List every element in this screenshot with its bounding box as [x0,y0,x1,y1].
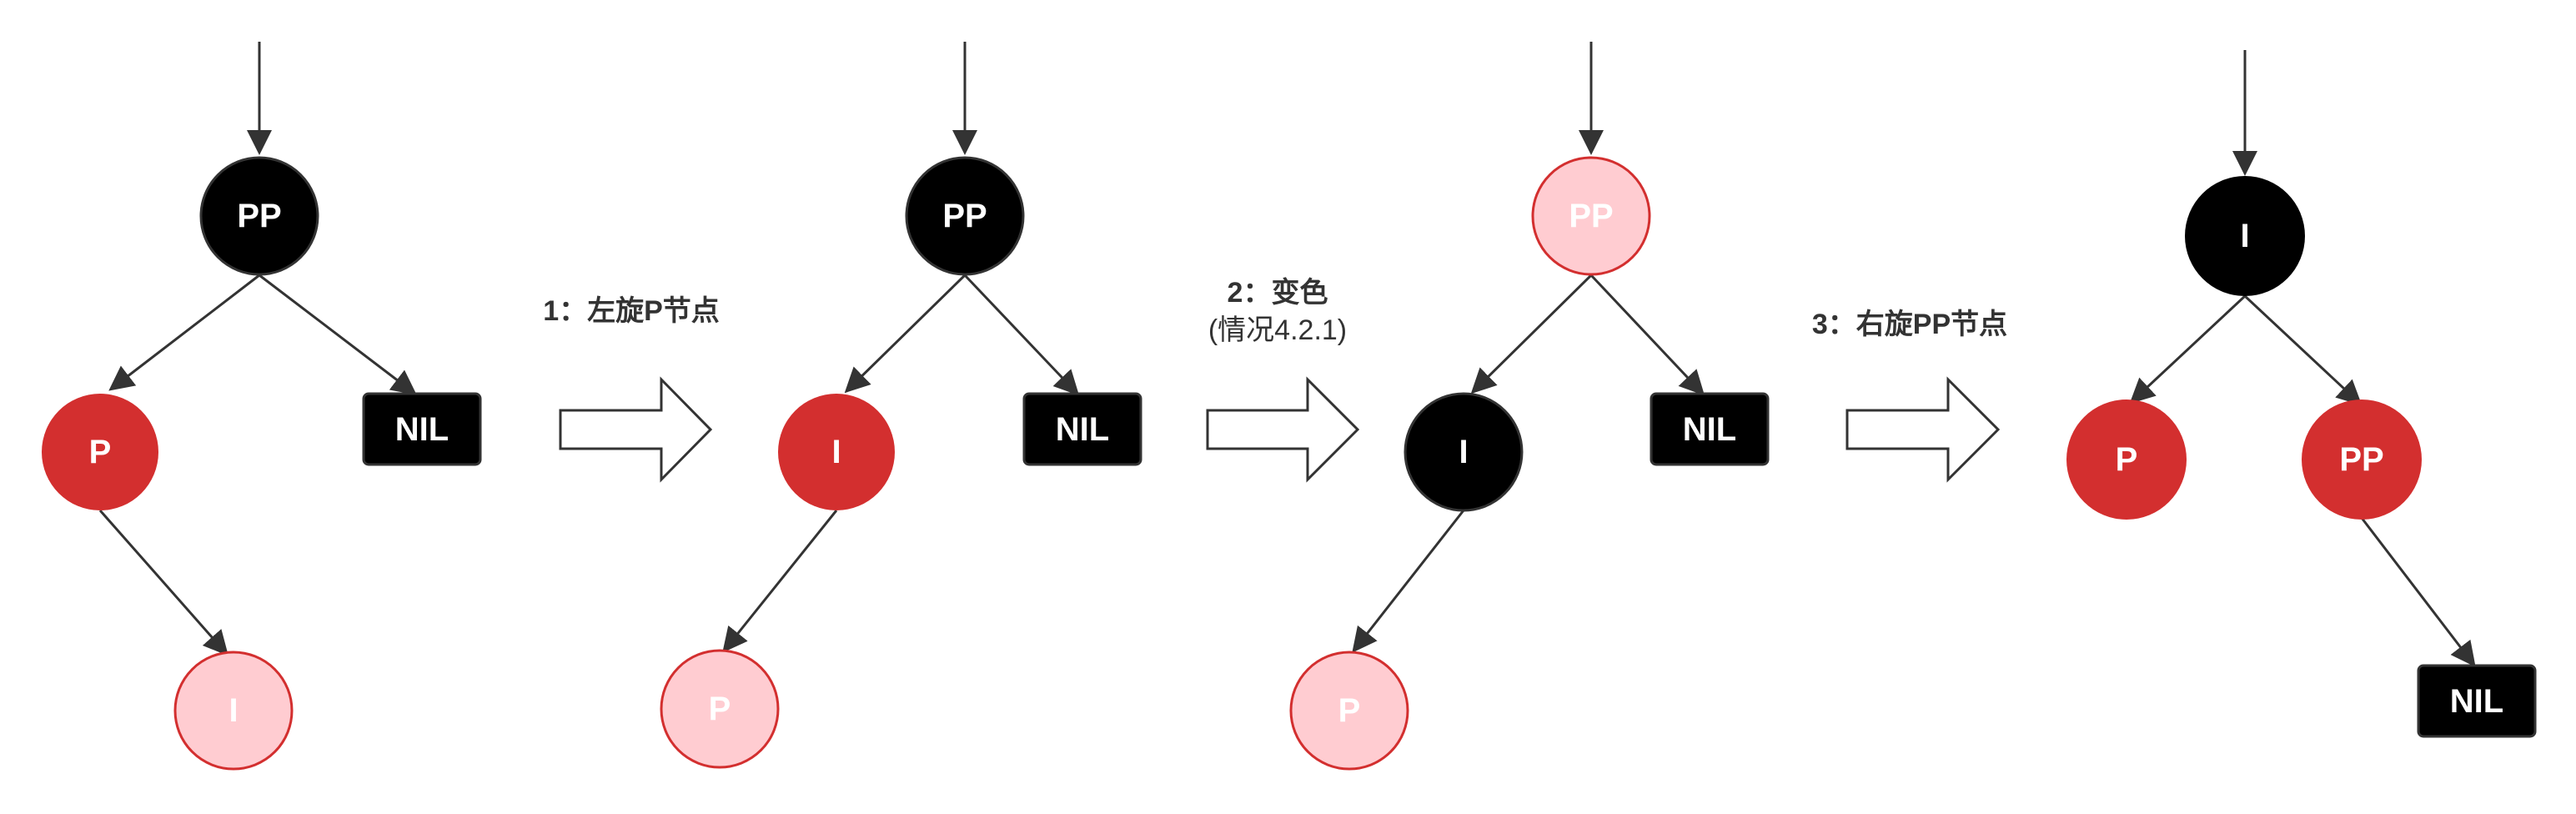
step-1-arrow [559,376,713,483]
step-3: 3：右旋PP节点 [1812,309,2007,483]
nil-label: NIL [2450,683,2503,720]
node-pp-label: PP [942,198,987,234]
edge-pp-i [844,274,967,394]
node-p-label: P [89,434,112,470]
node-pp-label: PP [1569,198,1613,234]
node-p-label: P [2116,441,2138,478]
node-i: I [778,394,895,510]
step-2: 2：变色 (情况4.2.1) [1206,277,1360,483]
edge-pp-nil [1589,274,1705,396]
step-1-label: 1：左旋P节点 [543,295,720,327]
step-2-sub-label: (情况4.2.1) [1208,314,1347,346]
diagram-1: PP P NIL I [42,42,482,771]
nil-box [2417,664,2537,738]
node-nil: NIL [1022,392,1142,466]
node-i-label: I [2240,218,2249,254]
edge-i-p [722,510,838,653]
diagram-4: I P PP NIL [2066,50,2537,738]
nil-box [362,392,482,466]
node-p: P [1289,651,1409,771]
node-pp-circle [2302,399,2422,520]
edge-i-pp [2243,294,2363,406]
node-i-circle [1403,392,1524,512]
step-2-label: 2：变色 [1228,277,1328,309]
step-2-arrow [1206,376,1360,483]
node-i: I [1403,392,1524,512]
nil-label: NIL [1683,411,1736,448]
node-p-label: P [1338,692,1361,729]
diagram-2: PP I NIL P [660,42,1142,769]
node-p-circle [660,649,780,769]
node-i-circle [2185,176,2305,296]
node-pp: PP [2302,399,2422,520]
node-i-circle [778,394,895,510]
node-nil: NIL [1650,392,1770,466]
edge-p-i [98,510,228,656]
node-i: I [2185,176,2305,296]
node-p: P [2066,399,2187,520]
diagram-3: PP I NIL P [1289,42,1770,771]
node-p: P [42,394,158,510]
edge-pp-nil [2360,517,2476,667]
node-pp-circle [1531,156,1651,276]
node-i-label: I [831,434,841,470]
node-i-label: I [1459,434,1468,470]
node-p-label: P [709,691,731,727]
node-pp: PP [1531,156,1651,276]
node-pp-circle [199,156,319,276]
node-p-circle [1289,651,1409,771]
step-3-label: 3：右旋PP节点 [1812,309,2007,340]
node-nil: NIL [362,392,482,466]
nil-label: NIL [395,411,449,448]
edge-pp-nil [259,274,417,395]
node-p: P [660,649,780,769]
node-p-circle [2066,399,2187,520]
node-i-label: I [228,692,238,729]
edge-pp-nil [963,274,1080,396]
node-pp: PP [905,156,1025,276]
nil-label: NIL [1056,411,1109,448]
node-i: I [173,651,294,771]
nil-box [1022,392,1142,466]
node-i-circle [173,651,294,771]
node-p-circle [42,394,158,510]
edge-i-p [2129,294,2247,404]
nil-box [1650,392,1770,466]
step-3-arrow [1845,376,2001,483]
edge-i-p [1352,510,1465,653]
node-pp-label: PP [2339,441,2383,478]
edge-pp-i [1470,274,1593,394]
node-pp: PP [199,156,319,276]
step-1: 1：左旋P节点 [543,295,720,483]
node-nil: NIL [2417,664,2537,738]
node-pp-label: PP [237,198,281,234]
edge-pp-p [108,274,260,391]
node-pp-circle [905,156,1025,276]
